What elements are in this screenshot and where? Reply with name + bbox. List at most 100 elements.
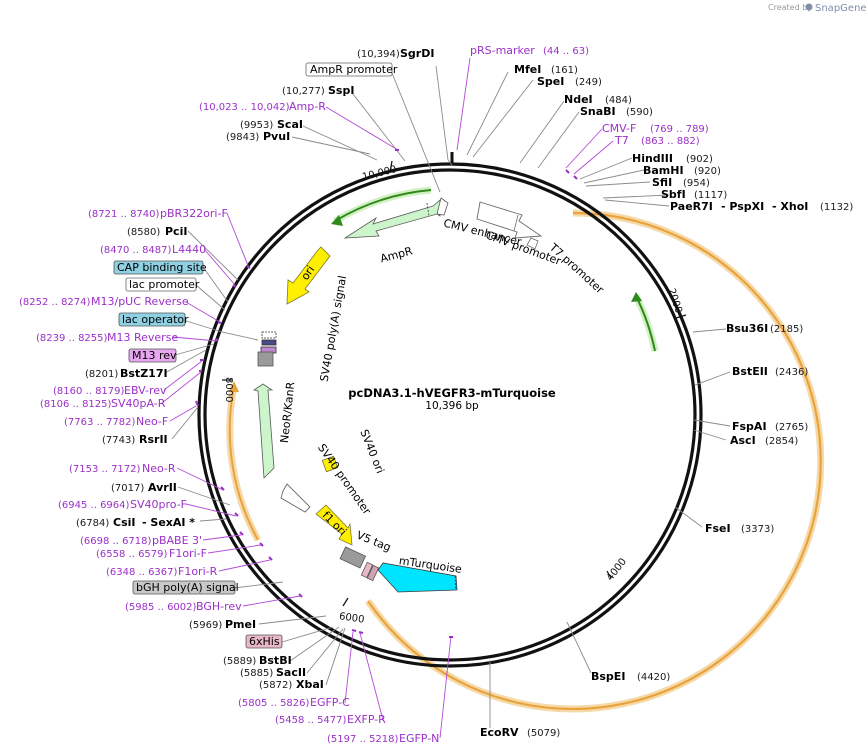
ampr-primer-label: Amp-R — [289, 100, 326, 113]
rsrii-pos: (7743) — [102, 435, 135, 446]
ampr-feature[interactable] — [343, 199, 441, 239]
cap-block[interactable] — [261, 339, 277, 346]
f1orir-label: F1ori-R — [178, 565, 218, 578]
asci-label: AscI — [730, 434, 756, 447]
bsteii-label: BstEII — [732, 365, 768, 378]
scai-pos: (9953) — [240, 120, 273, 131]
f1-ori-feature[interactable] — [315, 504, 353, 546]
orf-arc-left[interactable] — [228, 385, 259, 541]
paer7i-label: PaeR7I — [670, 200, 713, 213]
pbr-pos: (8721 .. 8740) — [88, 209, 160, 220]
site-labels: (10,394) SgrDI pRS-marker (44 .. 63) Amp… — [19, 44, 853, 745]
mfei-label: MfeI — [514, 63, 541, 76]
green-arc-top[interactable] — [334, 189, 432, 222]
fspai-label: FspAI — [732, 420, 767, 433]
sixhis-feature[interactable] — [360, 561, 374, 579]
asci-pos: (2854) — [765, 436, 798, 447]
ampr-promoter-feature[interactable] — [436, 197, 449, 216]
sv40-promoter-feature[interactable] — [280, 483, 311, 513]
sv40pro-label: SV40pro-F — [130, 498, 187, 511]
l4440-label: L4440 — [172, 243, 206, 256]
avrii-pos: (7017) — [111, 483, 144, 494]
xhoi-label: - XhoI — [772, 200, 808, 213]
bamhi-label: BamHI — [643, 164, 684, 177]
tick-6000 — [342, 597, 349, 607]
bspei-label: BspEI — [591, 670, 625, 683]
m13rev-label: M13 Reverse — [107, 331, 178, 344]
plasmid-size: 10,396 bp — [425, 400, 479, 412]
t7-primer-label: T7 — [614, 134, 629, 147]
sv40-promoter-label: SV40 promoter — [315, 442, 374, 518]
spei-label: SpeI — [537, 75, 564, 88]
primer-marks — [195, 149, 578, 638]
sv40-polya-feature[interactable] — [257, 351, 274, 367]
snabi-label: SnaBI — [580, 105, 616, 118]
bstz-label: BstZ17I — [120, 367, 168, 380]
bghrev-pos: (5985 .. 6002) — [125, 602, 197, 613]
sv40pro-pos: (6945 .. 6964) — [58, 500, 130, 511]
l4440-pos: (8470 .. 8487) — [100, 245, 172, 256]
cmvf-label: CMV-F — [602, 122, 636, 135]
cmvf-pos: (769 .. 789) — [650, 124, 709, 135]
m13puc-label: M13/pUC Reverse — [91, 295, 189, 308]
egfpc-label: EGFP-C — [310, 696, 350, 709]
sacii-label: SacII — [276, 666, 306, 679]
v5-tag-label: V5 tag — [355, 529, 393, 555]
sv40pa-pos: (8106 .. 8125) — [40, 399, 112, 410]
v5-tag-feature[interactable] — [366, 564, 380, 582]
m13rev-pos: (8239 .. 8255) — [36, 333, 108, 344]
pspxi-label: - PspXI — [721, 200, 764, 213]
tick-4000 — [606, 570, 612, 579]
neokanr-feature[interactable] — [253, 383, 275, 479]
csii-pos: (6784) — [76, 518, 109, 529]
lac-operator-block[interactable] — [261, 331, 277, 339]
ecorv-pos: (5079) — [527, 728, 560, 739]
m13puc-pos: (8252 .. 8274) — [19, 297, 91, 308]
bgh-polya-box — [132, 580, 236, 595]
sgrdi-pos: (10,394) — [357, 49, 400, 60]
bamhi-pos: (920) — [694, 166, 721, 177]
orf-arc-outer[interactable] — [367, 211, 822, 711]
neor-label: Neo-R — [142, 462, 176, 475]
f1orif-pos: (6558 .. 6579) — [96, 549, 168, 560]
tick-2000 — [675, 314, 687, 319]
cmv-divider — [513, 214, 519, 232]
bstz-pos: (8201) — [85, 369, 118, 380]
exfpr-pos: (5458 .. 5477) — [275, 715, 347, 726]
egfpn-label: EGFP-N — [399, 732, 439, 745]
ndei-label: NdeI — [564, 93, 593, 106]
sfii-label: SfiI — [652, 176, 672, 189]
spei-pos: (249) — [575, 77, 602, 88]
tick-label-4000: 4000 — [605, 556, 629, 583]
bgh-polya-label: bGH poly(A) signal — [136, 581, 239, 594]
ndei-pos: (484) — [605, 95, 632, 106]
sv40-ori-feature[interactable] — [321, 455, 339, 473]
cap-binding-box — [113, 260, 204, 275]
prs-marker-label: pRS-marker — [470, 44, 535, 57]
hindiii-label: HindIII — [632, 152, 673, 165]
ampr-promoter-box — [305, 62, 393, 77]
bsu36i-pos: (2185) — [770, 324, 803, 335]
plasmid-ring-inner — [203, 168, 697, 662]
mturquoise-feature[interactable] — [377, 562, 458, 593]
green-arc-right-arrowhead — [631, 292, 642, 302]
ebv-label: EBV-rev — [124, 384, 167, 397]
xbai-label: XbaI — [296, 678, 324, 691]
pcii-pos: (8580) — [127, 227, 160, 238]
pcii-label: PciI — [165, 225, 187, 238]
cmv-enhancer-promoter-feature[interactable] — [476, 201, 543, 239]
prs-marker-pos: (44 .. 63) — [543, 46, 589, 57]
ori-feature[interactable] — [286, 246, 331, 305]
pvui-pos: (9843) — [226, 132, 259, 143]
t7-promoter-feature[interactable] — [526, 237, 539, 250]
bgh-polya-feature[interactable] — [339, 546, 367, 569]
m13rev-box — [128, 348, 177, 363]
cap-binding-label: CAP binding site — [117, 261, 207, 274]
lac-operator-box — [118, 312, 186, 327]
green-arc-top-arrowhead — [331, 215, 343, 226]
scai-label: ScaI — [277, 118, 303, 131]
pmei-label: PmeI — [225, 618, 256, 631]
neor-pos: (7153 .. 7172) — [69, 464, 141, 475]
